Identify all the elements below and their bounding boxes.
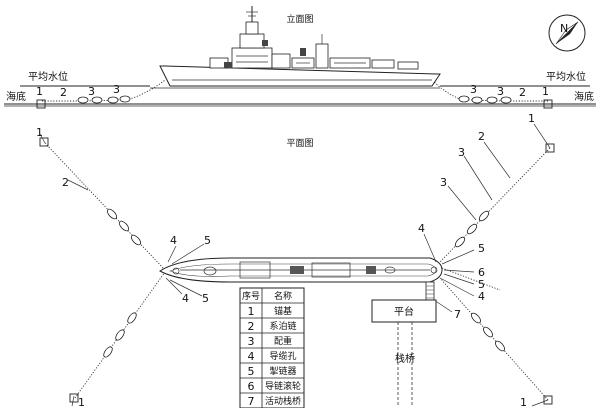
svg-text:1: 1 — [78, 396, 85, 408]
plan-callouts-left: 1 2 1 4 5 4 5 — [36, 126, 211, 408]
platform-structure: 平台 栈桥 — [371, 299, 437, 406]
ship-plan — [159, 257, 443, 283]
svg-text:3: 3 — [88, 85, 95, 98]
legend-header-name: 名称 — [274, 290, 292, 302]
plan-anchor-top-right — [545, 143, 555, 153]
svg-text:1: 1 — [528, 112, 535, 125]
compass-icon: N — [548, 14, 586, 52]
svg-text:2: 2 — [62, 176, 69, 189]
svg-text:4: 4 — [418, 222, 425, 235]
svg-text:4: 4 — [182, 292, 189, 305]
svg-text:6: 6 — [478, 266, 485, 279]
svg-text:3: 3 — [113, 83, 120, 96]
legend-row-no: 2 — [248, 320, 255, 333]
mean-water-label-right: 平均水位 — [546, 70, 586, 83]
plan-anchor-top-left — [39, 137, 49, 147]
svg-text:2: 2 — [519, 86, 526, 99]
platform-label: 平台 — [394, 305, 414, 318]
plan-chain-bottom-left — [74, 271, 166, 399]
legend-table: 序号 名称 1 锚基 2 系泊链 3 配重 4 导缆孔 5 掣链器 6 导链滚轮 7 活动栈桥 — [239, 287, 305, 408]
plan-anchor-bottom-left — [69, 393, 79, 403]
plan-weights — [103, 208, 505, 358]
legend-row-name: 系泊链 — [269, 320, 296, 332]
legend-row-no: 4 — [248, 350, 255, 363]
svg-text:5: 5 — [478, 278, 485, 291]
plan-chain-bottom-right — [439, 277, 549, 401]
svg-text:3: 3 — [470, 83, 477, 96]
plan-chain-right-mid — [441, 267, 501, 291]
elev-callouts-left: 1 2 3 3 — [36, 83, 120, 99]
svg-text:1: 1 — [520, 396, 527, 408]
plan-callouts-right: 1 2 3 3 4 5 6 5 4 7 1 — [418, 112, 551, 408]
legend-row-name: 活动栈桥 — [265, 395, 301, 407]
svg-text:7: 7 — [454, 308, 461, 321]
trestle-label: 栈桥 — [395, 352, 415, 365]
seabed-label-right: 海底 — [574, 90, 594, 103]
svg-text:3: 3 — [497, 85, 504, 98]
svg-text:2: 2 — [478, 130, 485, 143]
legend-row-name: 导缆孔 — [269, 350, 296, 362]
anchor-block-right — [543, 99, 553, 109]
legend-row-name: 掣链器 — [269, 365, 296, 377]
svg-text:1: 1 — [542, 85, 549, 98]
legend-row-name: 配重 — [274, 335, 292, 347]
plan-anchor-bottom-right — [543, 395, 553, 405]
platform-box — [371, 299, 437, 323]
plan-view: 平面图 — [36, 112, 555, 408]
plan-chain-top-left — [44, 142, 166, 271]
svg-text:1: 1 — [36, 126, 43, 139]
legend-row-no: 3 — [248, 335, 255, 348]
legend-header-no: 序号 — [242, 290, 260, 302]
elevation-view: 立面图 平均水位 平均水位 海底 海底 — [4, 6, 596, 109]
ship-elevation — [159, 6, 441, 87]
svg-text:3: 3 — [458, 146, 465, 159]
legend-row-name: 导链滚轮 — [265, 380, 301, 392]
legend-row-no: 5 — [248, 365, 255, 378]
legend-row-no: 6 — [248, 380, 255, 393]
legend-row-no: 7 — [248, 395, 255, 408]
svg-text:4: 4 — [170, 234, 177, 247]
compass-north-label: N — [560, 22, 568, 35]
svg-text:5: 5 — [202, 292, 209, 305]
svg-text:3: 3 — [440, 176, 447, 189]
svg-text:2: 2 — [60, 86, 67, 99]
legend-row-no: 1 — [248, 305, 255, 318]
elevation-title: 立面图 — [286, 13, 313, 25]
elev-callouts-right: 3 3 2 1 — [470, 83, 549, 99]
elev-weights-right — [458, 95, 512, 104]
svg-text:4: 4 — [478, 290, 485, 303]
svg-text:5: 5 — [478, 242, 485, 255]
elev-weights-left — [77, 95, 131, 104]
svg-text:5: 5 — [204, 234, 211, 247]
svg-text:1: 1 — [36, 85, 43, 98]
elev-chain-left — [42, 79, 166, 102]
mean-water-label-left: 平均水位 — [28, 70, 68, 83]
plan-title: 平面图 — [286, 138, 313, 149]
seabed-label-left: 海底 — [6, 90, 26, 103]
legend-row-name: 锚基 — [274, 305, 292, 317]
anchor-block-left — [36, 99, 46, 109]
